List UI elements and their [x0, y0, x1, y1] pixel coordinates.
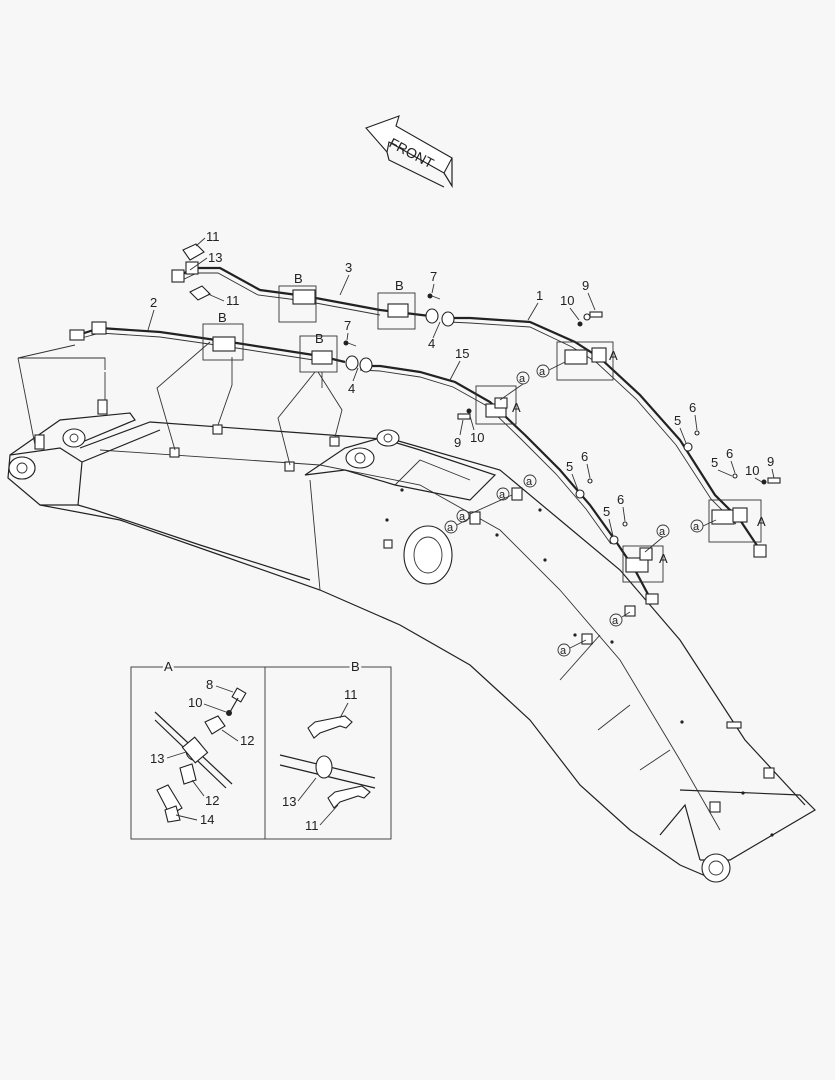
svg-text:a: a	[612, 615, 619, 627]
marker-a: a	[557, 643, 571, 657]
box-label-a4: A	[659, 551, 668, 566]
box-label-b3: B	[218, 310, 227, 325]
detail-a-drawing	[154, 687, 247, 823]
callout-13: 13	[208, 250, 222, 265]
callout-9: 9	[767, 454, 774, 469]
detail-b-11: 11	[344, 687, 358, 702]
detail-a-10: 10	[188, 695, 202, 710]
detail-b-13: 13	[282, 794, 296, 809]
boom	[7, 399, 816, 883]
callout-7: 7	[430, 269, 437, 284]
box-label-b4: B	[315, 331, 324, 346]
marker-a: a	[456, 509, 470, 523]
detail-boxes	[202, 285, 762, 583]
svg-text:a: a	[459, 511, 466, 523]
callout-11: 11	[226, 293, 240, 308]
marker-a: a	[496, 487, 510, 501]
detail-b-drawing	[279, 715, 376, 809]
svg-text:a: a	[447, 522, 454, 534]
box-label-b1: B	[294, 271, 303, 286]
callout-4: 4	[348, 381, 355, 396]
callout-6: 6	[581, 449, 588, 464]
box-label-a1: A	[609, 348, 618, 363]
callout-6: 6	[689, 400, 696, 415]
callout-10: 10	[560, 293, 574, 308]
callout-6: 6	[726, 446, 733, 461]
callout-6: 6	[617, 492, 624, 507]
box-label-b2: B	[395, 278, 404, 293]
part-callouts: 1 2 3 15 4 4 7 7 9 9 9 10 10 10 5 5 5 5	[147, 229, 775, 537]
svg-text:a: a	[659, 526, 666, 538]
detail-a-title: A	[164, 659, 173, 674]
marker-a: a	[656, 524, 670, 538]
callout-5: 5	[711, 455, 718, 470]
detail-a-12: 12	[240, 733, 254, 748]
front-arrow: FRONT	[365, 115, 453, 189]
marker-a: a	[536, 364, 550, 378]
marker-a: a	[516, 371, 530, 385]
callout-3: 3	[345, 260, 352, 275]
svg-text:a: a	[499, 489, 506, 501]
marker-a: a	[609, 613, 623, 627]
detail-a-14: 14	[200, 812, 214, 827]
pipe-2	[69, 321, 346, 365]
marker-a: a	[690, 519, 704, 533]
callout-11: 11	[206, 229, 220, 244]
callout-10: 10	[745, 463, 759, 478]
callout-1: 1	[536, 288, 543, 303]
fasteners	[343, 293, 781, 527]
callout-4: 4	[428, 336, 435, 351]
pipe-3	[171, 261, 439, 324]
detail-b-11: 11	[305, 818, 319, 833]
svg-text:a: a	[560, 645, 567, 657]
callout-10: 10	[470, 430, 484, 445]
svg-text:a: a	[526, 476, 533, 488]
marker-a: a	[523, 474, 537, 488]
box-label-a3: A	[757, 514, 766, 529]
pipe-1	[441, 311, 767, 558]
svg-text:a: a	[539, 366, 546, 378]
callout-5: 5	[603, 504, 610, 519]
box-label-a2: A	[512, 400, 521, 415]
clamp-group-upper-left	[182, 243, 211, 301]
callout-5: 5	[566, 459, 573, 474]
callout-5: 5	[674, 413, 681, 428]
circled-markers: a a a a a a a a a a	[444, 361, 717, 657]
callout-15: 15	[455, 346, 469, 361]
pipe-15	[345, 355, 659, 605]
callout-9: 9	[582, 278, 589, 293]
svg-text:a: a	[519, 373, 526, 385]
callout-7: 7	[344, 318, 351, 333]
marker-a: a	[444, 520, 458, 534]
detail-a-8: 8	[206, 677, 213, 692]
callout-9: 9	[454, 435, 461, 450]
detail-a-12: 12	[205, 793, 219, 808]
callout-2: 2	[150, 295, 157, 310]
svg-text:a: a	[693, 521, 700, 533]
detail-b-title: B	[351, 659, 360, 674]
detail-a-13: 13	[150, 751, 164, 766]
leader-lines	[17, 341, 343, 466]
detail-panel: A B 8 10 12 13 12 14	[130, 657, 392, 840]
